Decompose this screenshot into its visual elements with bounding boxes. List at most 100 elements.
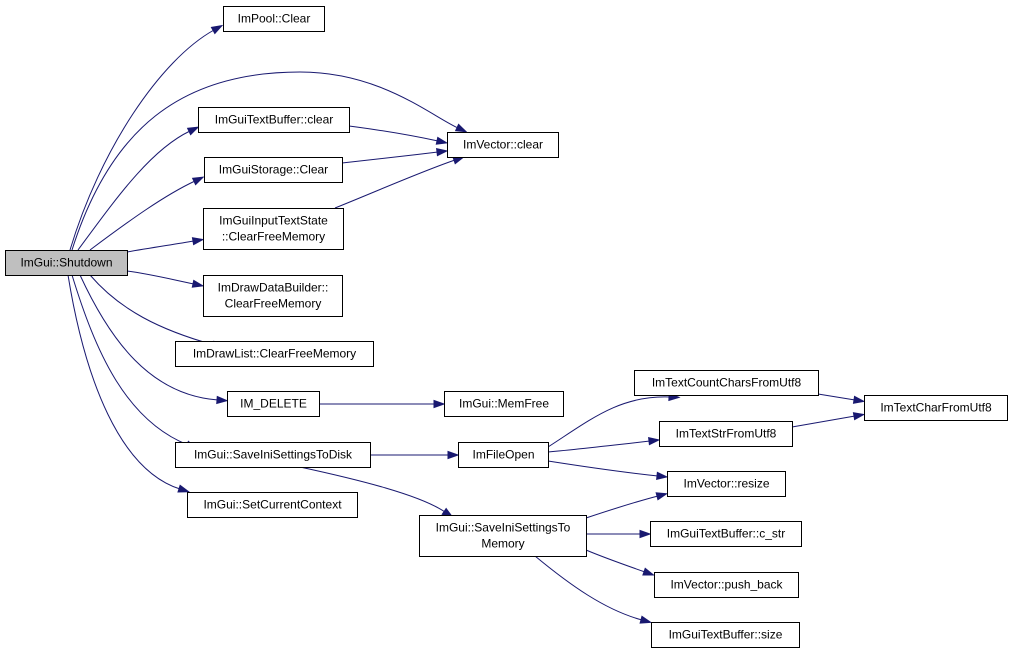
node-box-imvector_clear: [447, 132, 559, 158]
edge-shutdown-to-inputtextstate_cfm: [126, 237, 205, 253]
node-textbuffer_cstr[interactable]: ImGuiTextBuffer::c_str: [650, 521, 802, 547]
edge-textcountchars-to-textcharfromutf8: [817, 393, 866, 404]
edge-shutdown-to-textbuffer_clear: [77, 126, 200, 251]
node-label-textbuffer_cstr: ImGuiTextBuffer::c_str: [667, 527, 785, 541]
node-label-inputtextstate_cfm-line2: ::ClearFreeMemory: [222, 230, 325, 244]
node-textstrfromutf8[interactable]: ImTextStrFromUtf8: [659, 421, 793, 447]
node-label-saveini_disk: ImGui::SaveIniSettingsToDisk: [194, 448, 353, 462]
node-label-imvector_clear: ImVector::clear: [463, 138, 543, 152]
node-im_delete[interactable]: IM_DELETE: [227, 391, 320, 417]
edge-shutdown-to-impool_clear-line: [69, 29, 215, 251]
edge-shutdown-to-drawdatabuilder_cfm-arrowhead: [191, 279, 205, 288]
edge-saveini_memory-to-textbuffer_size-line: [534, 555, 643, 621]
edge-imfileopen-to-textstrfromutf8: [547, 436, 661, 453]
node-box-drawlist_cfm: [175, 341, 374, 367]
node-textcountchars[interactable]: ImTextCountCharsFromUtf8: [634, 370, 819, 396]
node-box-saveini_disk: [175, 442, 371, 468]
edge-saveini_disk-to-saveini_memory-line: [299, 466, 446, 513]
edge-storage_clear-to-imvector_clear-arrowhead: [436, 148, 449, 157]
edge-saveini_memory-to-textbuffer_cstr: [585, 529, 652, 539]
node-imfileopen[interactable]: ImFileOpen: [458, 442, 549, 468]
node-label-drawlist_cfm: ImDrawList::ClearFreeMemory: [193, 347, 356, 361]
node-label-imvector_resize: ImVector::resize: [683, 477, 769, 491]
edge-shutdown-to-setcurrentcontext-arrowhead: [177, 484, 191, 493]
node-imvector_clear[interactable]: ImVector::clear: [447, 132, 559, 158]
node-memfree[interactable]: ImGui::MemFree: [444, 391, 564, 417]
edge-imfileopen-to-textstrfromutf8-line: [547, 440, 651, 453]
node-setcurrentcontext[interactable]: ImGui::SetCurrentContext: [187, 492, 358, 518]
node-imvector_pushback[interactable]: ImVector::push_back: [654, 572, 799, 598]
edge-saveini_memory-to-textbuffer_cstr-arrowhead: [639, 529, 652, 539]
edge-textstrfromutf8-to-textcharfromutf8: [791, 412, 866, 428]
edge-storage_clear-to-imvector_clear: [341, 148, 449, 164]
edge-shutdown-to-storage_clear-line: [89, 180, 196, 251]
edge-shutdown-to-storage_clear-arrowhead: [191, 176, 205, 186]
edge-shutdown-to-saveini_disk-line: [71, 274, 189, 446]
edge-shutdown-to-drawdatabuilder_cfm-line: [126, 270, 195, 285]
edge-shutdown-to-im_delete: [79, 274, 229, 405]
edge-textcountchars-to-textcharfromutf8-arrowhead: [852, 395, 866, 404]
node-textbuffer_clear[interactable]: ImGuiTextBuffer::clear: [198, 107, 350, 133]
edge-saveini_memory-to-imvector_resize: [585, 492, 669, 519]
edge-saveini_memory-to-textbuffer_size-arrowhead: [639, 615, 653, 624]
node-label-textbuffer_size: ImGuiTextBuffer::size: [669, 628, 783, 642]
node-box-imvector_pushback: [654, 572, 799, 598]
node-box-saveini_memory: [419, 515, 587, 557]
node-label-setcurrentcontext: ImGui::SetCurrentContext: [203, 498, 342, 512]
node-drawlist_cfm[interactable]: ImDrawList::ClearFreeMemory: [175, 341, 374, 367]
node-box-drawdatabuilder_cfm: [203, 275, 343, 317]
node-impool_clear[interactable]: ImPool::Clear: [223, 6, 325, 32]
edge-imfileopen-to-textcountchars-line: [547, 396, 671, 448]
node-drawdatabuilder_cfm[interactable]: ImDrawDataBuilder::ClearFreeMemory: [203, 275, 343, 317]
edge-shutdown-to-inputtextstate_cfm-arrowhead: [191, 237, 205, 246]
node-inputtextstate_cfm[interactable]: ImGuiInputTextState::ClearFreeMemory: [203, 208, 344, 250]
node-box-textbuffer_clear: [198, 107, 350, 133]
node-shutdown[interactable]: ImGui::Shutdown: [5, 250, 128, 276]
edge-inputtextstate_cfm-to-imvector_clear-arrowhead: [452, 156, 465, 165]
edge-textcountchars-to-textcharfromutf8-line: [817, 393, 856, 401]
edge-shutdown-to-setcurrentcontext: [67, 274, 191, 493]
edge-shutdown-to-imvector_clear-line: [71, 71, 459, 251]
node-saveini_disk[interactable]: ImGui::SaveIniSettingsToDisk: [175, 442, 371, 468]
node-storage_clear[interactable]: ImGuiStorage::Clear: [204, 157, 343, 183]
edge-shutdown-to-textbuffer_clear-arrowhead: [186, 126, 200, 136]
node-label-textcountchars: ImTextCountCharsFromUtf8: [652, 376, 802, 390]
node-box-textbuffer_size: [651, 622, 800, 648]
node-imvector_resize[interactable]: ImVector::resize: [667, 471, 786, 497]
edge-textbuffer_clear-to-imvector_clear: [348, 125, 449, 145]
edge-textstrfromutf8-to-textcharfromutf8-line: [791, 415, 856, 428]
edge-shutdown-to-imvector_clear-arrowhead: [454, 123, 468, 133]
edge-shutdown-to-drawdatabuilder_cfm: [126, 270, 205, 288]
node-label-inputtextstate_cfm-line1: ImGuiInputTextState: [219, 214, 328, 228]
edge-saveini_disk-to-imfileopen-arrowhead: [447, 450, 460, 460]
node-label-imfileopen: ImFileOpen: [472, 448, 534, 462]
node-label-drawdatabuilder_cfm-line2: ClearFreeMemory: [225, 297, 322, 311]
node-textbuffer_size[interactable]: ImGuiTextBuffer::size: [651, 622, 800, 648]
node-box-textstrfromutf8: [659, 421, 793, 447]
node-box-im_delete: [227, 391, 320, 417]
edge-storage_clear-to-imvector_clear-line: [341, 151, 439, 164]
edge-imfileopen-to-imvector_resize-arrowhead: [656, 471, 669, 481]
node-label-drawdatabuilder_cfm-line1: ImDrawDataBuilder::: [218, 281, 329, 295]
edge-textstrfromutf8-to-textcharfromutf8-arrowhead: [852, 412, 866, 421]
edge-saveini_memory-to-textbuffer_size: [534, 555, 653, 624]
node-box-storage_clear: [204, 157, 343, 183]
edge-saveini_memory-to-imvector_pushback-arrowhead: [642, 567, 655, 576]
node-box-textbuffer_cstr: [650, 521, 802, 547]
edge-inputtextstate_cfm-to-imvector_clear-line: [334, 159, 456, 209]
edge-im_delete-to-memfree-arrowhead: [433, 399, 446, 409]
node-textcharfromutf8[interactable]: ImTextCharFromUtf8: [864, 395, 1008, 421]
node-box-textcountchars: [634, 370, 819, 396]
edge-shutdown-to-impool_clear: [69, 24, 224, 251]
node-label-storage_clear: ImGuiStorage::Clear: [219, 163, 328, 177]
edge-shutdown-to-drawlist_cfm-line: [89, 274, 215, 346]
edge-saveini_memory-to-imvector_pushback: [585, 549, 655, 576]
node-label-shutdown: ImGui::Shutdown: [20, 256, 112, 270]
node-box-memfree: [444, 391, 564, 417]
node-label-textstrfromutf8: ImTextStrFromUtf8: [676, 427, 777, 441]
node-box-impool_clear: [223, 6, 325, 32]
node-label-textcharfromutf8: ImTextCharFromUtf8: [880, 401, 992, 415]
node-label-imvector_pushback: ImVector::push_back: [670, 578, 783, 592]
